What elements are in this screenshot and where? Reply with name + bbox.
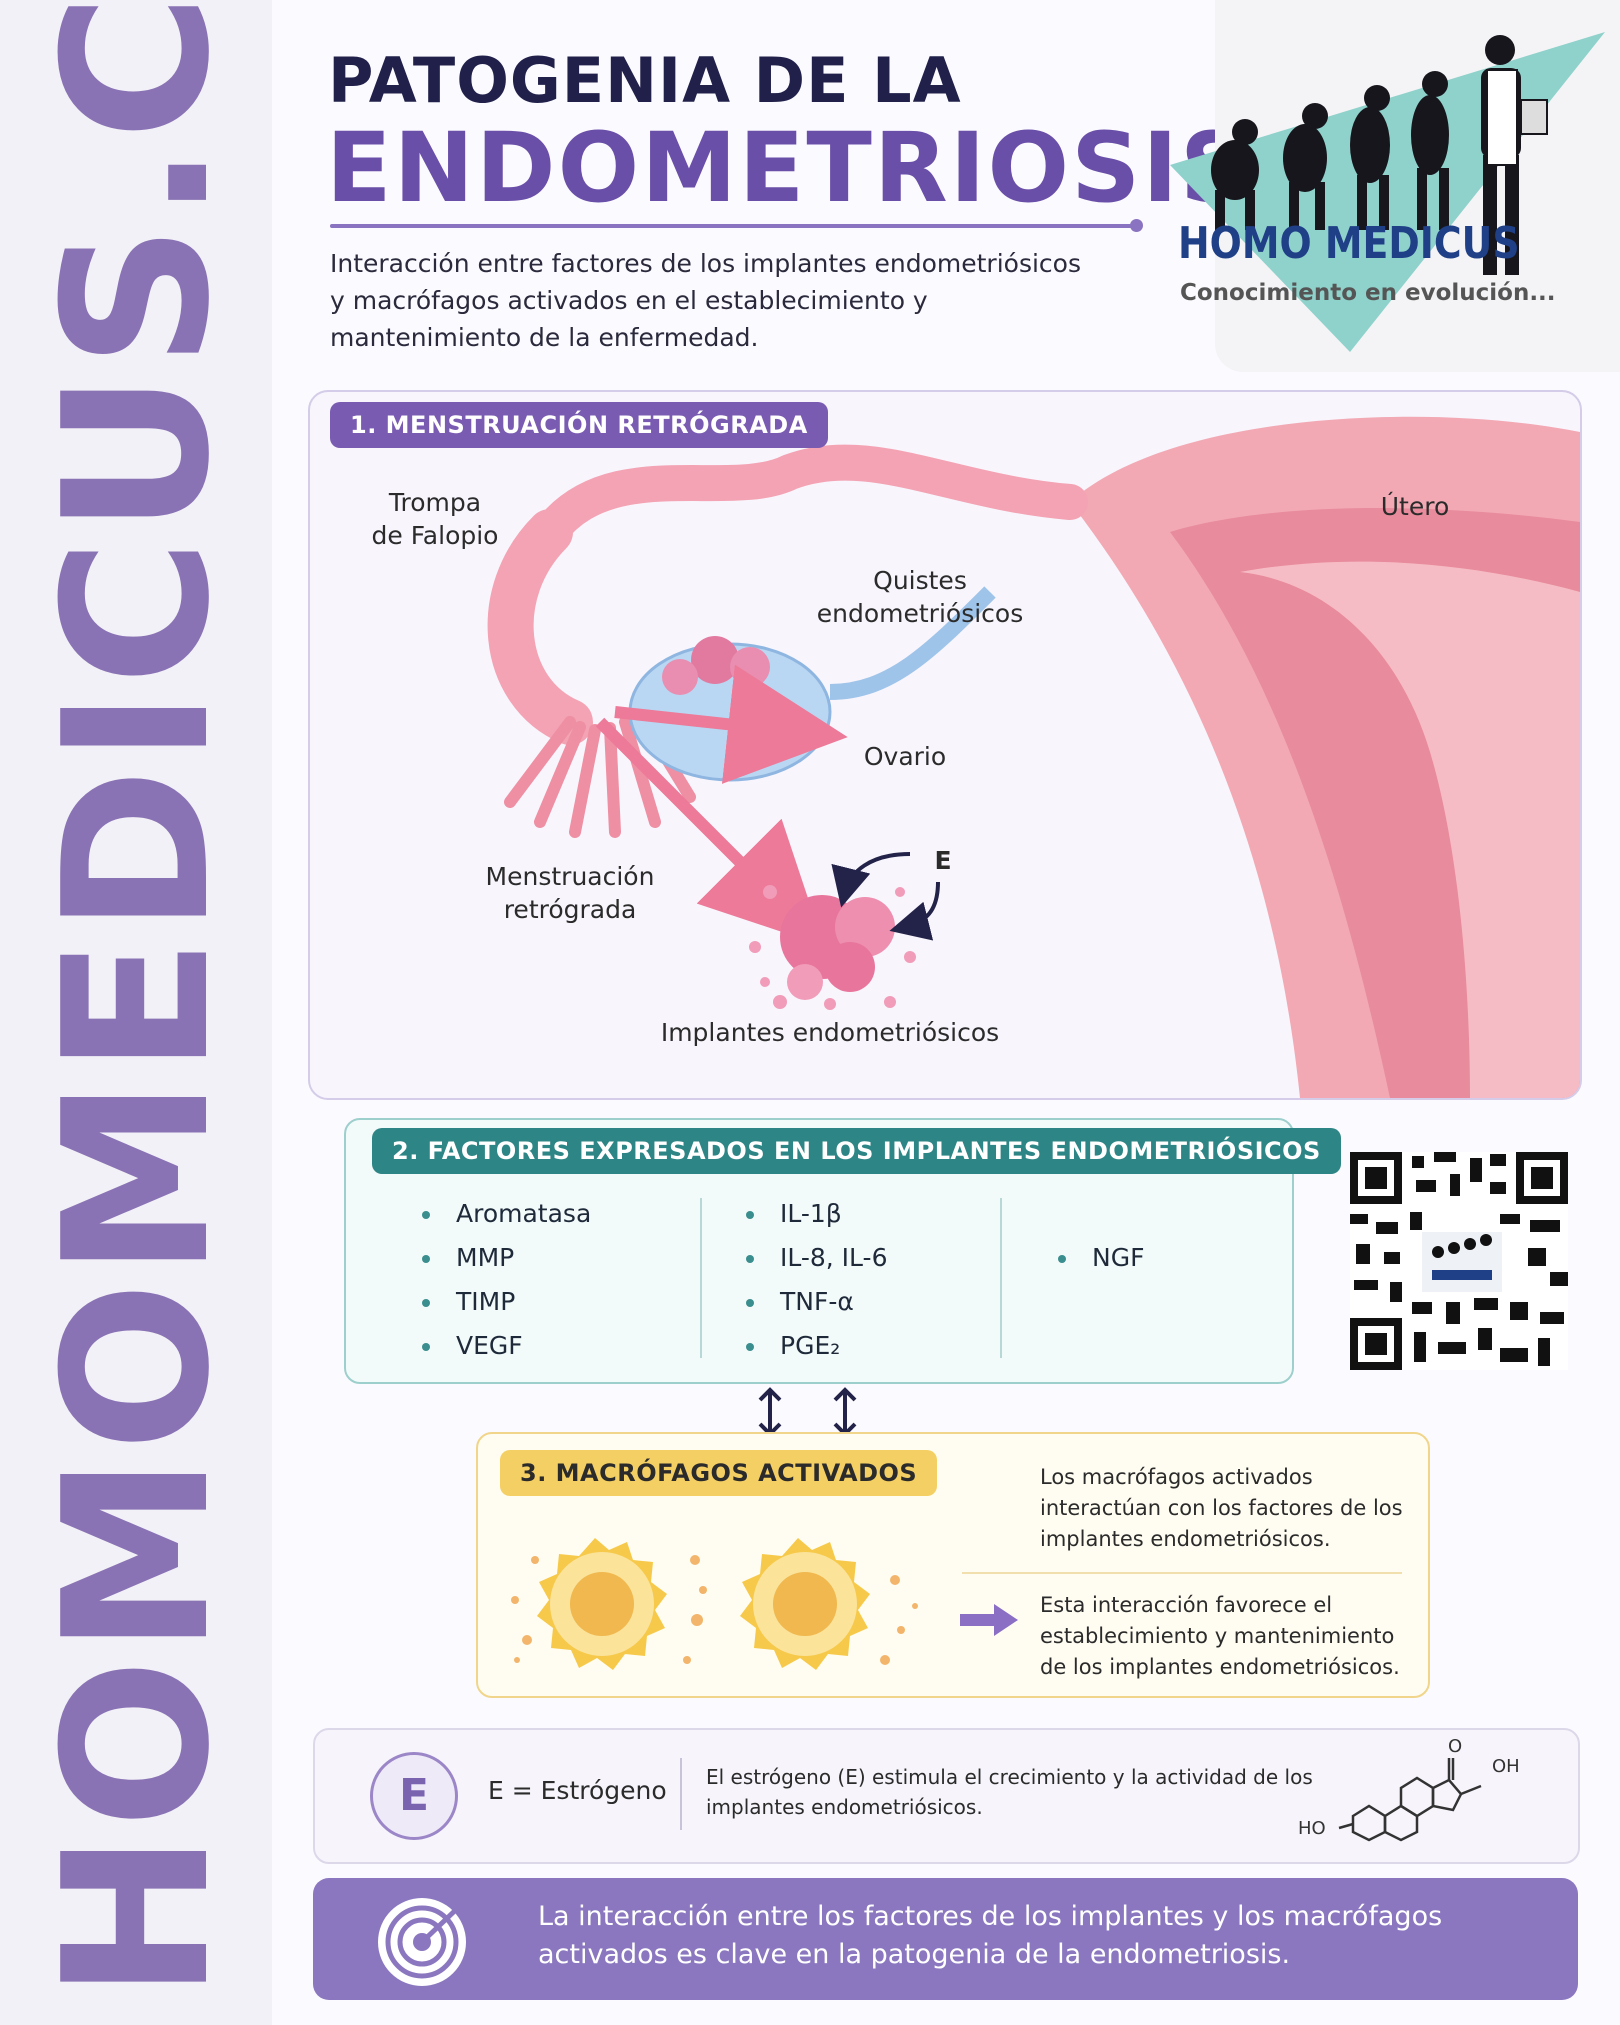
section1-panel [308, 390, 1582, 1100]
label-quistes-2: endometriósicos [816, 599, 1024, 628]
conclusion-line2: activados es clave en la patogenia de la… [538, 1939, 1291, 1970]
watermark-band [0, 0, 272, 2025]
macrophage-text1: Los macrófagos activados interactúan con… [1040, 1462, 1420, 1555]
estrogen-separator [680, 1758, 682, 1830]
factor-item: TNF-α [746, 1280, 887, 1324]
human-evolution-doctor-icon [1170, 32, 1605, 352]
macrophage-text1-l3: implantes endometriósicos. [1040, 1527, 1331, 1551]
macrophage-text2-l2: establecimiento y mantenimiento [1040, 1624, 1395, 1648]
label-trompa-1: Trompa [388, 488, 482, 517]
intro-line2: y macrófagos activados en el establecimi… [330, 286, 928, 315]
factors-separator [700, 1198, 702, 1358]
estrogen-label: E = Estrógeno [488, 1776, 667, 1805]
label-menstruacion-1: Menstruación [485, 862, 655, 891]
estrogen-molecule-icon [1338, 1758, 1482, 1842]
logo-tagline: Conocimiento en evolución... [1180, 280, 1556, 306]
chem-ho: HO [1298, 1818, 1326, 1839]
estrogen-panel [313, 1728, 1580, 1864]
estrogen-description: El estrógeno (E) estimula el crecimiento… [706, 1762, 1326, 1822]
arrow-right-icon [960, 1604, 1018, 1636]
label-estrogen-e: E [934, 846, 952, 875]
factor-item: IL-8, IL-6 [746, 1236, 887, 1280]
factor-item: PGE₂ [746, 1324, 887, 1368]
macrophage-illustration [511, 1538, 918, 1670]
conclusion-banner [313, 1878, 1578, 2000]
title-line1: PATOGENIA DE LA [328, 44, 962, 117]
macrophage-text2-l1: Esta interacción favorece el [1040, 1593, 1333, 1617]
label-quistes: Quistes endometriósicos [810, 564, 1030, 630]
factor-item: MMP [422, 1236, 591, 1280]
intro-line3: mantenimiento de la enfermedad. [330, 323, 759, 352]
macrophage-text1-l2: interactúan con los factores de los [1040, 1496, 1403, 1520]
title-rule-dot [1130, 219, 1143, 232]
section1-title: 1. MENSTRUACIÓN RETRÓGRADA [330, 402, 828, 448]
logo-name: HOMO MEDICUS [1178, 218, 1520, 269]
macrophage-text1-l1: Los macrófagos activados [1040, 1465, 1313, 1489]
label-trompa: Trompa de Falopio [350, 486, 520, 552]
qr-code-icon[interactable] [1350, 1152, 1568, 1370]
factor-item: IL-1β [746, 1192, 887, 1236]
conclusion-line1: La interacción entre los factores de los… [538, 1901, 1443, 1932]
label-utero: Útero [1380, 492, 1450, 521]
factors-separator [1000, 1198, 1002, 1358]
label-quistes-1: Quistes [873, 566, 967, 595]
factor-item: TIMP [422, 1280, 591, 1324]
section3-title: 3. MACRÓFAGOS ACTIVADOS [500, 1450, 938, 1496]
label-ovario: Ovario [863, 742, 947, 771]
watermark-text: HOMOMEDICUS.COM [21, 0, 254, 2000]
label-trompa-2: de Falopio [371, 521, 499, 550]
factor-item: VEGF [422, 1324, 591, 1368]
label-menstruacion-2: retrógrada [503, 895, 637, 924]
estrogen-badge: E [370, 1752, 458, 1840]
intro-text: Interacción entre factores de los implan… [330, 245, 1150, 356]
macrophage-text2: Esta interacción favorece el establecimi… [1040, 1590, 1420, 1683]
intro-line1: Interacción entre factores de los implan… [330, 249, 1081, 278]
anatomy-illustration [487, 416, 1580, 1098]
title-rule [330, 224, 1140, 228]
label-menstruacion: Menstruación retrógrada [470, 860, 670, 926]
target-icon [378, 1894, 470, 1986]
factor-item: NGF [1058, 1236, 1144, 1280]
section2-title: 2. FACTORES EXPRESADOS EN LOS IMPLANTES … [372, 1128, 1341, 1174]
factors-col3: NGF [1058, 1236, 1144, 1280]
conclusion-text: La interacción entre los factores de los… [538, 1898, 1538, 1974]
macrophage-separator [962, 1572, 1402, 1574]
title-line2: ENDOMETRIOSIS [326, 112, 1252, 224]
factor-item: Aromatasa [422, 1192, 591, 1236]
label-implantes: Implantes endometriósicos [660, 1018, 1000, 1047]
factors-col2: IL-1β IL-8, IL-6 TNF-α PGE₂ [746, 1192, 887, 1368]
estrogen-desc-l2: implantes endometriósicos. [706, 1795, 983, 1819]
chem-oh: OH [1492, 1756, 1520, 1777]
factors-col1: Aromatasa MMP TIMP VEGF [422, 1192, 591, 1368]
chem-o: O [1448, 1736, 1463, 1757]
macrophage-text2-l3: de los implantes endometriósicos. [1040, 1655, 1400, 1679]
estrogen-desc-l1: El estrógeno (E) estimula el crecimiento… [706, 1765, 1313, 1789]
